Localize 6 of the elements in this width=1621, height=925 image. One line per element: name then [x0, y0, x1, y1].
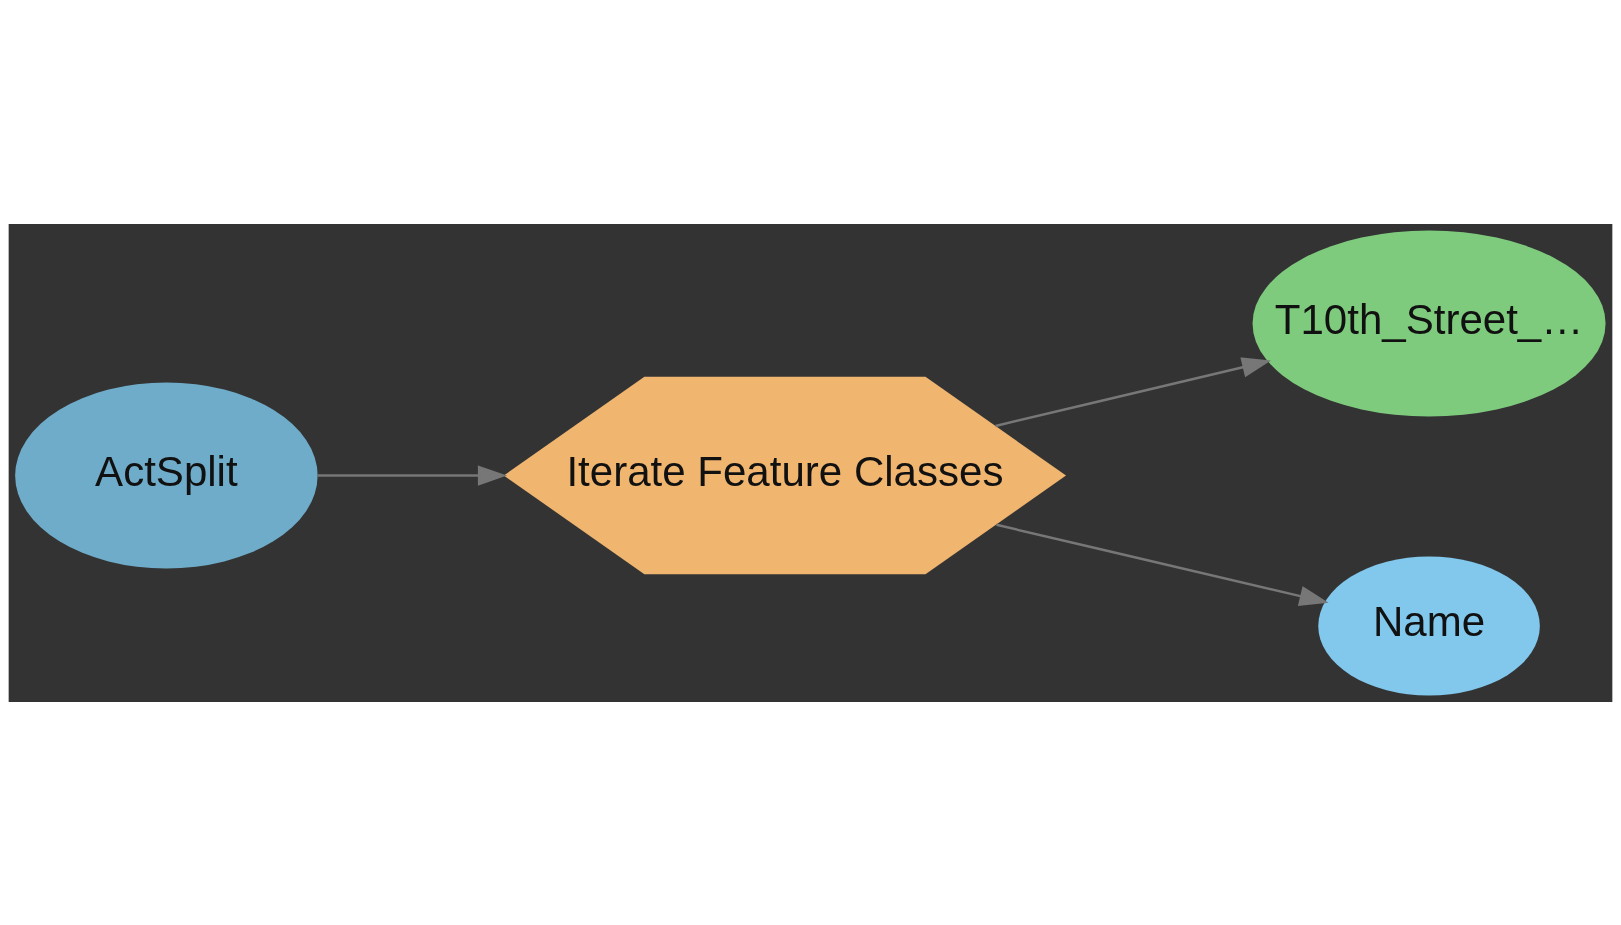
node-ellipse: ActSplit — [15, 382, 318, 569]
node-ellipse: Name — [1318, 555, 1540, 696]
arrow — [996, 523, 1329, 606]
arrow — [317, 464, 508, 486]
arrow — [995, 356, 1272, 427]
node-ellipse: T10th_Street_… — [1252, 229, 1606, 416]
